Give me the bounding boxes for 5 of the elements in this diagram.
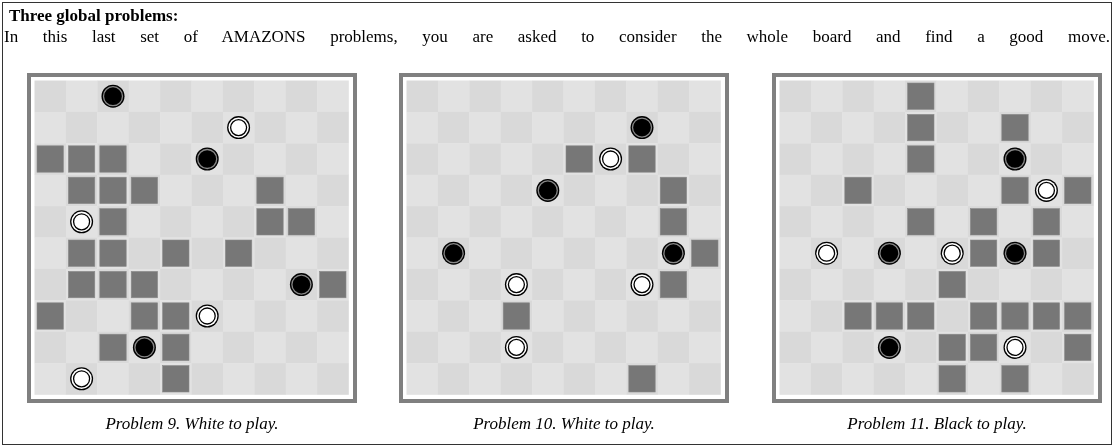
- heading: Three global problems:: [9, 6, 179, 26]
- board-caption: Problem 10. White to play.: [472, 414, 656, 434]
- paragraph: In this last set of AMAZONS problems, you are asked to consider the whole board and find a good move.: [4, 27, 1110, 47]
- board-caption: Problem 9. White to play.: [104, 414, 280, 434]
- board-caption: Problem 11. Black to play.: [846, 414, 1028, 434]
